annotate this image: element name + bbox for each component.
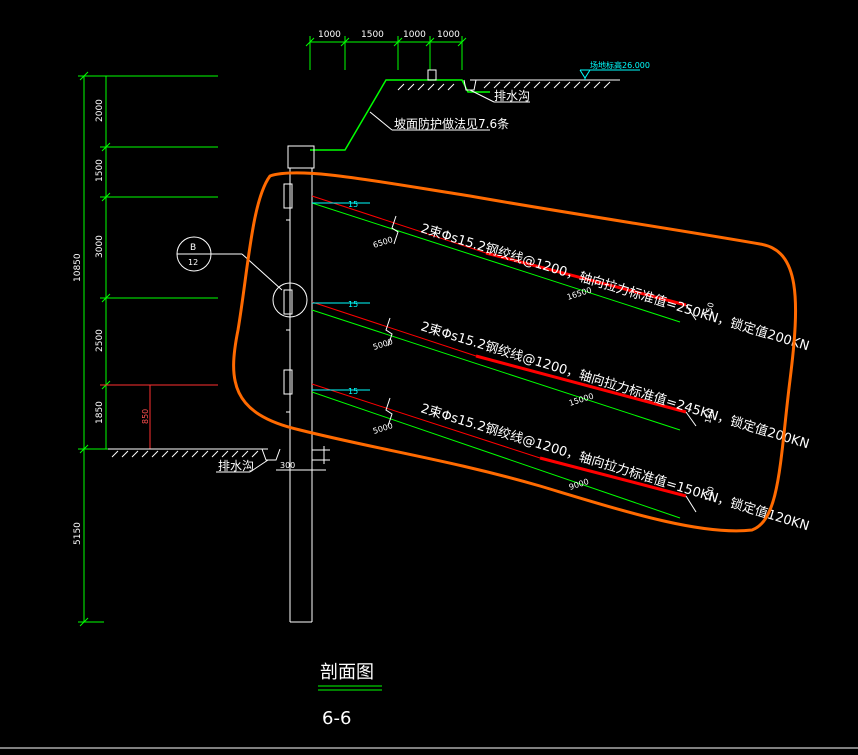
left-dim-red-lines: [100, 384, 218, 449]
ground-profile: [108, 79, 620, 450]
detail-marker-top: B: [190, 243, 196, 253]
slope-note: 坡面防护做法见7.6条: [394, 116, 509, 131]
anchor-2-free: 5000: [372, 337, 394, 352]
wall-width-label: 300: [280, 461, 295, 470]
detail-marker-bottom: 12: [188, 258, 198, 267]
anchor-2-bond: 15000: [568, 391, 595, 407]
anchor-3-angle: 15: [348, 387, 358, 396]
section-number: 6-6: [322, 708, 351, 729]
wall-width-dim: [276, 446, 330, 476]
top-dimension-chain: [305, 36, 467, 70]
anchor-1-bond: 16500: [566, 285, 593, 301]
left-dim-5: 1850: [95, 401, 105, 424]
drain-label-bottom: 排水沟: [218, 459, 254, 473]
slope-note-leader: [369, 111, 490, 131]
top-drain: [427, 69, 530, 103]
retaining-pile: [283, 145, 315, 623]
anchor-3-free: 5000: [372, 421, 394, 436]
bottom-drain: [216, 448, 281, 473]
anchor-3-bond: 9000: [568, 477, 590, 492]
left-dimension-chain: [78, 71, 218, 627]
anchor-1-angle: 15: [348, 200, 358, 209]
left-dim-3: 3000: [95, 235, 105, 258]
top-dim-2: 1500: [361, 30, 384, 40]
bottom-hatch: [111, 450, 259, 458]
anchor-3-dia: 150: [703, 485, 716, 502]
left-below-dim: 5150: [73, 522, 83, 545]
section-title: 剖面图: [320, 662, 374, 683]
elevation-label: 场地标高26.000: [590, 60, 650, 70]
anchor-2-dia: 150: [703, 407, 716, 424]
anchor-2-angle: 15: [348, 300, 358, 309]
left-dim-1: 2000: [95, 99, 105, 122]
drain-label-top: 排水沟: [494, 89, 530, 103]
anchor-3: [311, 383, 697, 519]
top-dim-3: 1000: [403, 30, 426, 40]
elevation-mark: [579, 69, 640, 80]
slope-protection: [310, 79, 490, 151]
anchor-1-free: 6500: [372, 235, 394, 250]
top-hatch: [397, 81, 611, 91]
revision-cloud: [232, 171, 798, 533]
anchor-2: [311, 301, 697, 431]
top-dim-1: 1000: [318, 30, 341, 40]
left-total-dim: 10850: [73, 253, 83, 282]
anchor-1-spec: 2束Φs15.2钢绞线@1200，轴向拉力标准值=250KN，锁定值200KN: [419, 221, 811, 355]
top-dim-4: 1000: [437, 30, 460, 40]
anchor-1-dia: 150: [703, 301, 716, 318]
left-dim-2: 1500: [95, 159, 105, 182]
left-dim-4: 2500: [95, 329, 105, 352]
anchor-1: [311, 195, 697, 323]
title-underline: [318, 685, 382, 691]
small-dim-850: 850: [141, 409, 150, 424]
